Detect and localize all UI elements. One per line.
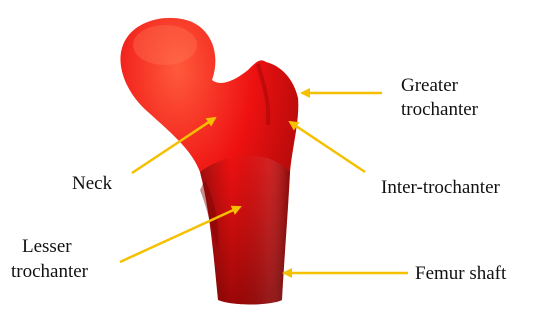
label-lesser-trochanter-line2: trochanter (11, 261, 89, 282)
label-femur-shaft: Femur shaft (415, 263, 507, 284)
arrow-inter-trochanter (290, 122, 365, 172)
label-lesser-trochanter-line1: Lesser (22, 236, 72, 257)
femoral-head-highlight (133, 25, 197, 65)
label-inter-trochanter: Inter-trochanter (381, 177, 500, 198)
label-greater-trochanter-line1: Greater (401, 75, 459, 96)
label-neck: Neck (72, 173, 113, 194)
label-greater-trochanter-line2: trochanter (401, 99, 479, 120)
femur-bone (120, 18, 298, 305)
